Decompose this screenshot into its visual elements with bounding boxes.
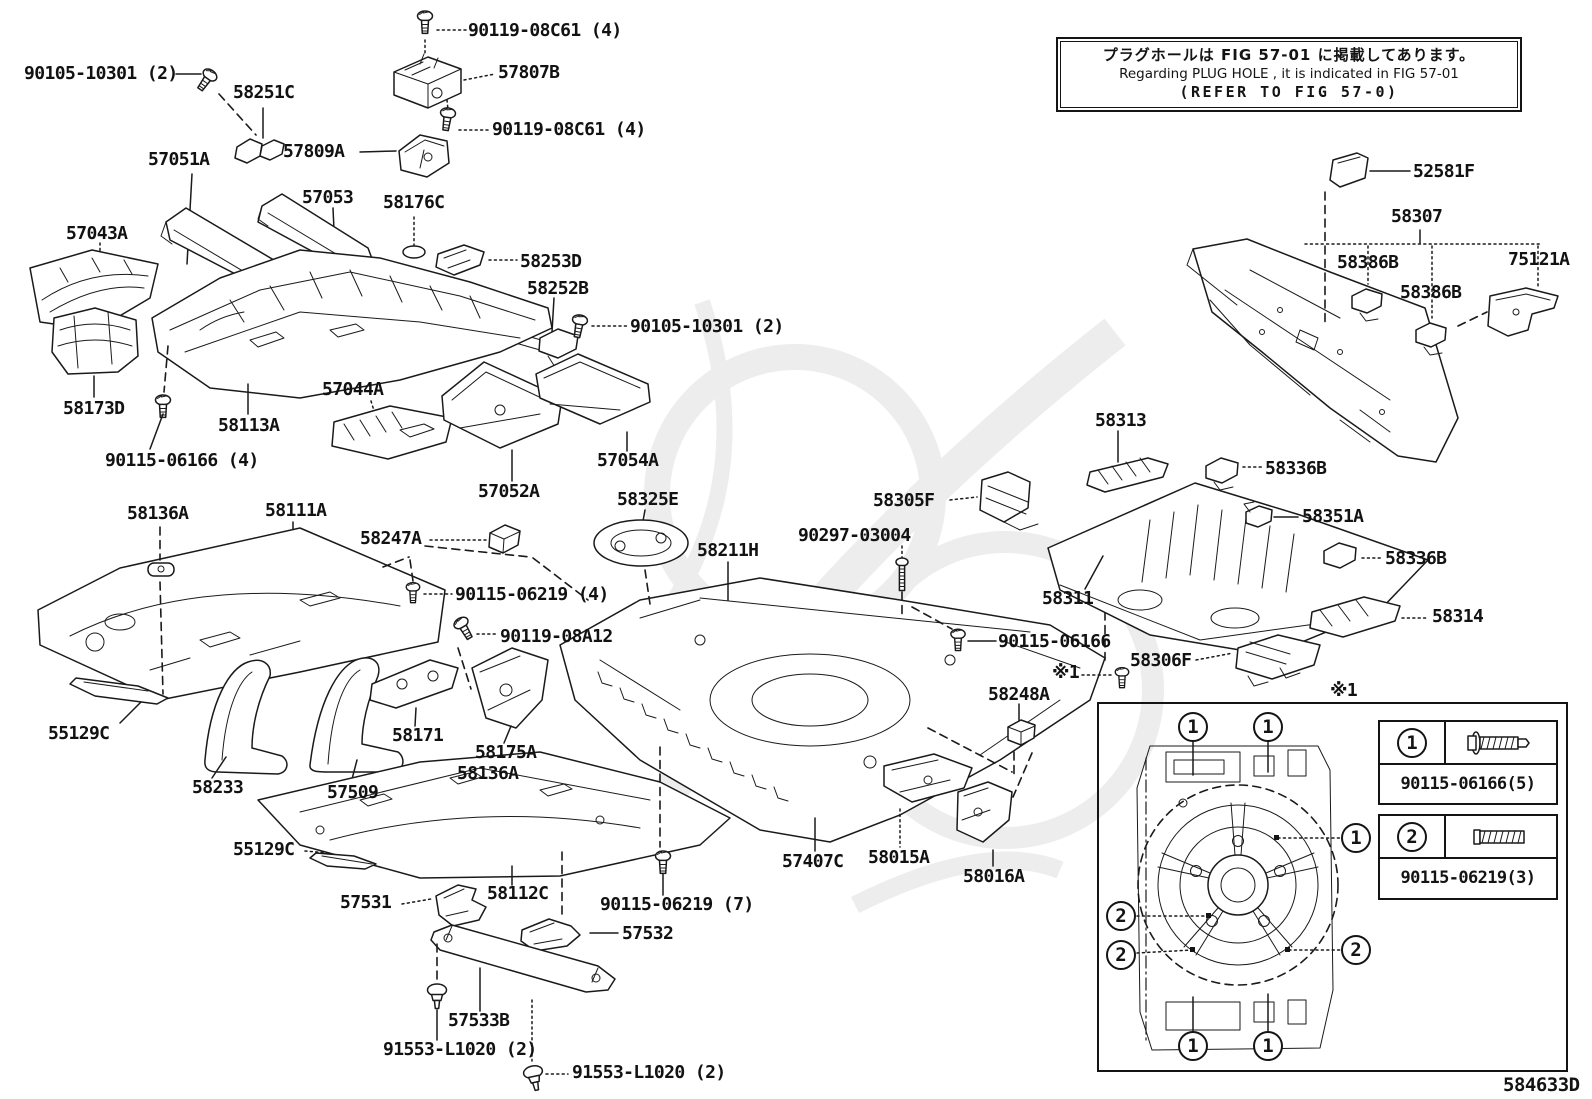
part-label: 58171	[392, 725, 444, 746]
part-label: 58305F	[873, 490, 935, 511]
part-label: 90115-06166 (4)	[105, 450, 259, 471]
part-label: 58307	[1391, 206, 1443, 227]
part-label: 55129C	[48, 723, 110, 744]
part-label: 58016A	[963, 866, 1025, 887]
part-label: 57044A	[322, 379, 384, 400]
part-label: 90105-10301 (2)	[630, 316, 784, 337]
part-label: 58252B	[527, 278, 589, 299]
part-label: 58386B	[1400, 282, 1462, 303]
part-label: 57509	[327, 782, 379, 803]
callout-circle: 1	[1178, 1031, 1208, 1061]
part-label: 58111A	[265, 500, 327, 521]
legend-callout-1: 1	[1397, 727, 1427, 758]
part-label: 90297-03004	[798, 525, 911, 546]
part-label: 58247A	[360, 528, 422, 549]
part-label: 58313	[1095, 410, 1147, 431]
part-label: 57809A	[283, 141, 345, 162]
part-label: 58136A	[457, 763, 519, 784]
plug-hole-note: プラグホールは FIG 57-01 に掲載してあります。 Regarding P…	[1056, 37, 1522, 112]
diagram-code: 584633D	[1503, 1074, 1580, 1096]
part-label: 57533B	[448, 1010, 510, 1031]
part-label: 58248A	[988, 684, 1050, 705]
part-label: 57043A	[66, 223, 128, 244]
part-label: 90115-06219 (4)	[455, 584, 609, 605]
part-label: 58233	[192, 777, 244, 798]
part-label: 58112C	[487, 883, 549, 904]
part-label: 91553-L1020 (2)	[383, 1039, 537, 1060]
part-label: 58325E	[617, 489, 679, 510]
part-label: 58306F	[1130, 650, 1192, 671]
part-label: 52581F	[1413, 161, 1475, 182]
part-label: 91553-L1020 (2)	[572, 1062, 726, 1083]
part-label: 57407C	[782, 851, 844, 872]
note-refer: (REFER TO FIG 57-0)	[1179, 83, 1399, 101]
part-label: 75121A	[1508, 249, 1570, 270]
part-label: 57532	[622, 923, 674, 944]
part-label: 57051A	[148, 149, 210, 170]
part-label: 58311	[1042, 588, 1094, 609]
callout-circle: 1	[1253, 1031, 1283, 1061]
part-label: 58113A	[218, 415, 280, 436]
part-label: 58211H	[697, 540, 759, 561]
part-label: 90119-08A12	[500, 626, 613, 647]
reference-mark: ※1	[1052, 662, 1080, 683]
callout-circle: 1	[1341, 823, 1371, 853]
legend-callout-2: 2	[1397, 821, 1427, 852]
note-english: Regarding PLUG HOLE , it is indicated in…	[1119, 66, 1459, 82]
part-label: 58173D	[63, 398, 125, 419]
part-label: 57531	[340, 892, 392, 913]
part-label: 58386B	[1337, 252, 1399, 273]
legend-part-number: 90115-06219(3)	[1400, 868, 1536, 888]
part-label: 57054A	[597, 450, 659, 471]
part-label: 90119-08C61 (4)	[492, 119, 646, 140]
parts-artwork	[29, 10, 1559, 1093]
part-label: 58175A	[475, 742, 537, 763]
part-label: 57052A	[478, 481, 540, 502]
callout-circle: 2	[1106, 901, 1136, 931]
screw-icon	[1473, 828, 1525, 845]
legend-table-1: 1 90115-06166(5)	[1378, 720, 1558, 805]
part-label: 58176C	[383, 192, 445, 213]
flange-bolt-icon	[1467, 730, 1530, 755]
part-label: 58136A	[127, 503, 189, 524]
inset-spare-wheel-well-art	[1136, 741, 1342, 1051]
part-label: 58336B	[1385, 548, 1447, 569]
callout-circle: 2	[1341, 935, 1371, 965]
part-label: 90105-10301 (2)	[24, 63, 178, 84]
inset-detail-box	[1097, 702, 1568, 1072]
part-label: 55129C	[233, 839, 295, 860]
legend-part-number: 90115-06166(5)	[1400, 774, 1536, 794]
part-label: 58251C	[233, 82, 295, 103]
callout-circle: 1	[1178, 712, 1208, 742]
note-japanese: プラグホールは FIG 57-01 に掲載してあります。	[1102, 46, 1476, 64]
part-label: 58351A	[1302, 506, 1364, 527]
part-label: 90115-06219 (7)	[600, 894, 754, 915]
part-label: 58015A	[868, 847, 930, 868]
part-label: 58314	[1432, 606, 1484, 627]
part-label: 90115-06166	[998, 631, 1111, 652]
part-label: 57053	[302, 187, 354, 208]
part-label: 90119-08C61 (4)	[468, 20, 622, 41]
legend-table-2: 2 90115-06219(3)	[1378, 814, 1558, 900]
part-label: 57807B	[498, 62, 560, 83]
part-label: 58253D	[520, 251, 582, 272]
callout-circle: 1	[1253, 712, 1283, 742]
callout-circle: 2	[1106, 940, 1136, 970]
part-label: 58336B	[1265, 458, 1327, 479]
reference-mark: ※1	[1330, 680, 1358, 701]
